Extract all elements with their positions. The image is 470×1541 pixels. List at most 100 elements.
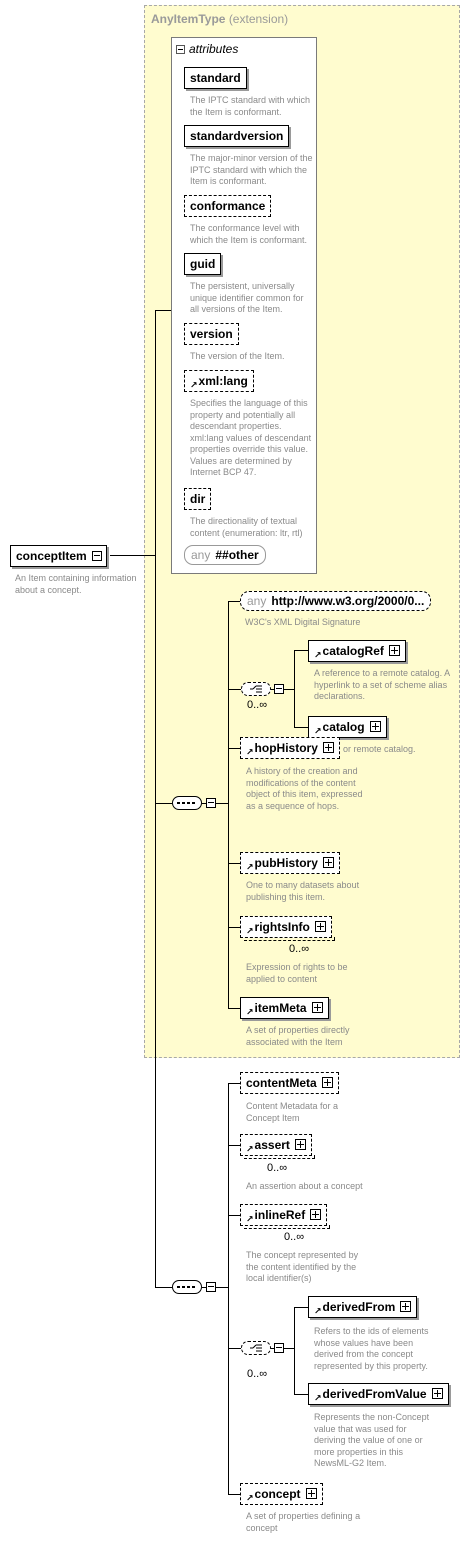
- element-name: contentMeta: [246, 1076, 317, 1090]
- element-catalogref[interactable]: ↗catalogRef: [308, 640, 406, 662]
- element-name: concept: [254, 1487, 301, 1501]
- attr-standard[interactable]: standard: [184, 67, 247, 89]
- element-name: catalogRef: [322, 644, 384, 658]
- element-name: inlineRef: [254, 1208, 306, 1222]
- element-catalog[interactable]: ↗catalog: [308, 716, 387, 738]
- connector: [294, 1307, 295, 1395]
- expand-icon[interactable]: [310, 1209, 322, 1220]
- attr-description: The IPTC standard with which the Item is…: [190, 95, 311, 117]
- element-derivedfrom[interactable]: ↗derivedFrom: [308, 1296, 418, 1318]
- connector: [228, 1215, 240, 1216]
- expand-icon[interactable]: [311, 1002, 323, 1013]
- sequence-compositor[interactable]: [172, 796, 202, 810]
- attributes-label: attributes: [189, 42, 239, 56]
- expand-icon[interactable]: [388, 645, 400, 656]
- element-description: The concept represented by the content i…: [246, 1250, 359, 1283]
- occurrence: 0..∞: [247, 1368, 268, 1380]
- collapse-icon[interactable]: [206, 798, 216, 808]
- element-inlineref[interactable]: ↗inlineRef: [240, 1204, 331, 1229]
- element-itemmeta[interactable]: ↗itemMeta: [240, 997, 329, 1019]
- element-name: derivedFromValue: [322, 1387, 427, 1401]
- expand-icon[interactable]: [322, 742, 334, 753]
- element-pubhistory[interactable]: ↗pubHistory: [240, 852, 340, 874]
- expand-icon[interactable]: [314, 921, 326, 932]
- attr-standardversion[interactable]: standardversion: [184, 125, 290, 147]
- connector: [228, 1083, 229, 1494]
- ref-arrow-icon: ↗: [314, 726, 322, 736]
- expand-icon[interactable]: [321, 1077, 333, 1088]
- collapse-icon[interactable]: [206, 1282, 216, 1292]
- element-concept[interactable]: ↗concept: [240, 1483, 323, 1505]
- connector: [202, 803, 207, 804]
- attr-guid[interactable]: guid: [184, 253, 222, 275]
- attr-description: The conformance level with which the Ite…: [190, 223, 308, 245]
- attr-description: The directionality of textual content (e…: [190, 516, 303, 538]
- element-description: Refers to the ids of elements whose valu…: [314, 1326, 429, 1371]
- expand-icon[interactable]: [369, 721, 381, 732]
- connector: [228, 863, 240, 864]
- element-description: One to many datasets about publishing th…: [246, 880, 360, 902]
- occurrence: 0..∞: [284, 1231, 305, 1243]
- expand-icon[interactable]: [294, 1139, 306, 1150]
- ref-arrow-icon: ↗: [246, 862, 254, 872]
- element-name: hopHistory: [254, 741, 318, 755]
- choice-icon: [250, 1344, 262, 1352]
- any-value: http://www.w3.org/2000/0...: [271, 594, 425, 608]
- ref-arrow-icon: ↗: [246, 1214, 254, 1224]
- element-description: Represents the non-Concept value that wa…: [314, 1412, 430, 1468]
- connector: [228, 1083, 240, 1084]
- element-contentmeta[interactable]: contentMeta: [240, 1072, 339, 1094]
- any-attribute[interactable]: any##other: [184, 545, 266, 565]
- ref-arrow-icon: ↗: [246, 926, 254, 936]
- connector: [216, 803, 228, 804]
- ref-arrow-icon: ↗: [314, 650, 322, 660]
- connector: [228, 748, 240, 749]
- element-description: Content Metadata for a Concept Item: [246, 1101, 339, 1123]
- choice-compositor[interactable]: [241, 1341, 271, 1355]
- element-description: A set of properties defining a concept: [246, 1511, 361, 1533]
- collapse-icon[interactable]: [274, 684, 284, 694]
- element-description: A set of properties directly associated …: [246, 1025, 350, 1047]
- element-derivedfromvalue[interactable]: ↗derivedFromValue: [308, 1383, 449, 1405]
- connector: [155, 1287, 172, 1288]
- collapse-icon[interactable]: [176, 45, 185, 54]
- choice-compositor[interactable]: [241, 682, 271, 696]
- attr-xml-lang[interactable]: ↗xml:lang: [184, 370, 254, 392]
- element-name: pubHistory: [254, 856, 318, 870]
- expand-icon[interactable]: [400, 1301, 412, 1312]
- connector: [228, 601, 240, 602]
- attributes-header[interactable]: attributes: [176, 42, 238, 56]
- sequence-compositor[interactable]: [172, 1280, 202, 1294]
- attr-name: xml:lang: [198, 374, 248, 388]
- element-description: A local or remote catalog.: [314, 744, 416, 754]
- attr-version[interactable]: version: [184, 323, 239, 345]
- ref-arrow-icon: ↗: [314, 1393, 322, 1403]
- attr-dir[interactable]: dir: [184, 488, 212, 510]
- occurrence: 0..∞: [247, 699, 268, 711]
- attr-name: dir: [190, 492, 206, 506]
- element-assert[interactable]: ↗assert: [240, 1134, 315, 1159]
- connector: [228, 1145, 240, 1146]
- root-element[interactable]: conceptItem: [10, 545, 107, 567]
- signature-description: W3C's XML Digital Signature: [245, 617, 361, 627]
- expand-icon[interactable]: [305, 1488, 317, 1499]
- root-description: An Item containing information about a c…: [15, 573, 137, 595]
- attr-conformance[interactable]: conformance: [184, 195, 272, 217]
- element-description: A history of the creation and modificati…: [246, 766, 363, 811]
- element-rightsinfo[interactable]: ↗rightsInfo: [240, 916, 335, 941]
- attr-name: version: [190, 327, 233, 341]
- connector: [202, 1287, 207, 1288]
- any-label: any: [191, 548, 211, 562]
- element-name: assert: [254, 1138, 290, 1152]
- expand-icon[interactable]: [431, 1388, 443, 1399]
- collapse-icon[interactable]: [91, 551, 102, 561]
- element-hophistory[interactable]: ↗hopHistory: [240, 737, 340, 759]
- expand-icon[interactable]: [322, 857, 334, 868]
- connector: [216, 1287, 228, 1288]
- connector: [284, 1348, 294, 1349]
- element-name: rightsInfo: [254, 920, 310, 934]
- root-name: conceptItem: [16, 549, 87, 563]
- attr-description: The version of the Item.: [190, 351, 285, 361]
- collapse-icon[interactable]: [274, 1343, 284, 1353]
